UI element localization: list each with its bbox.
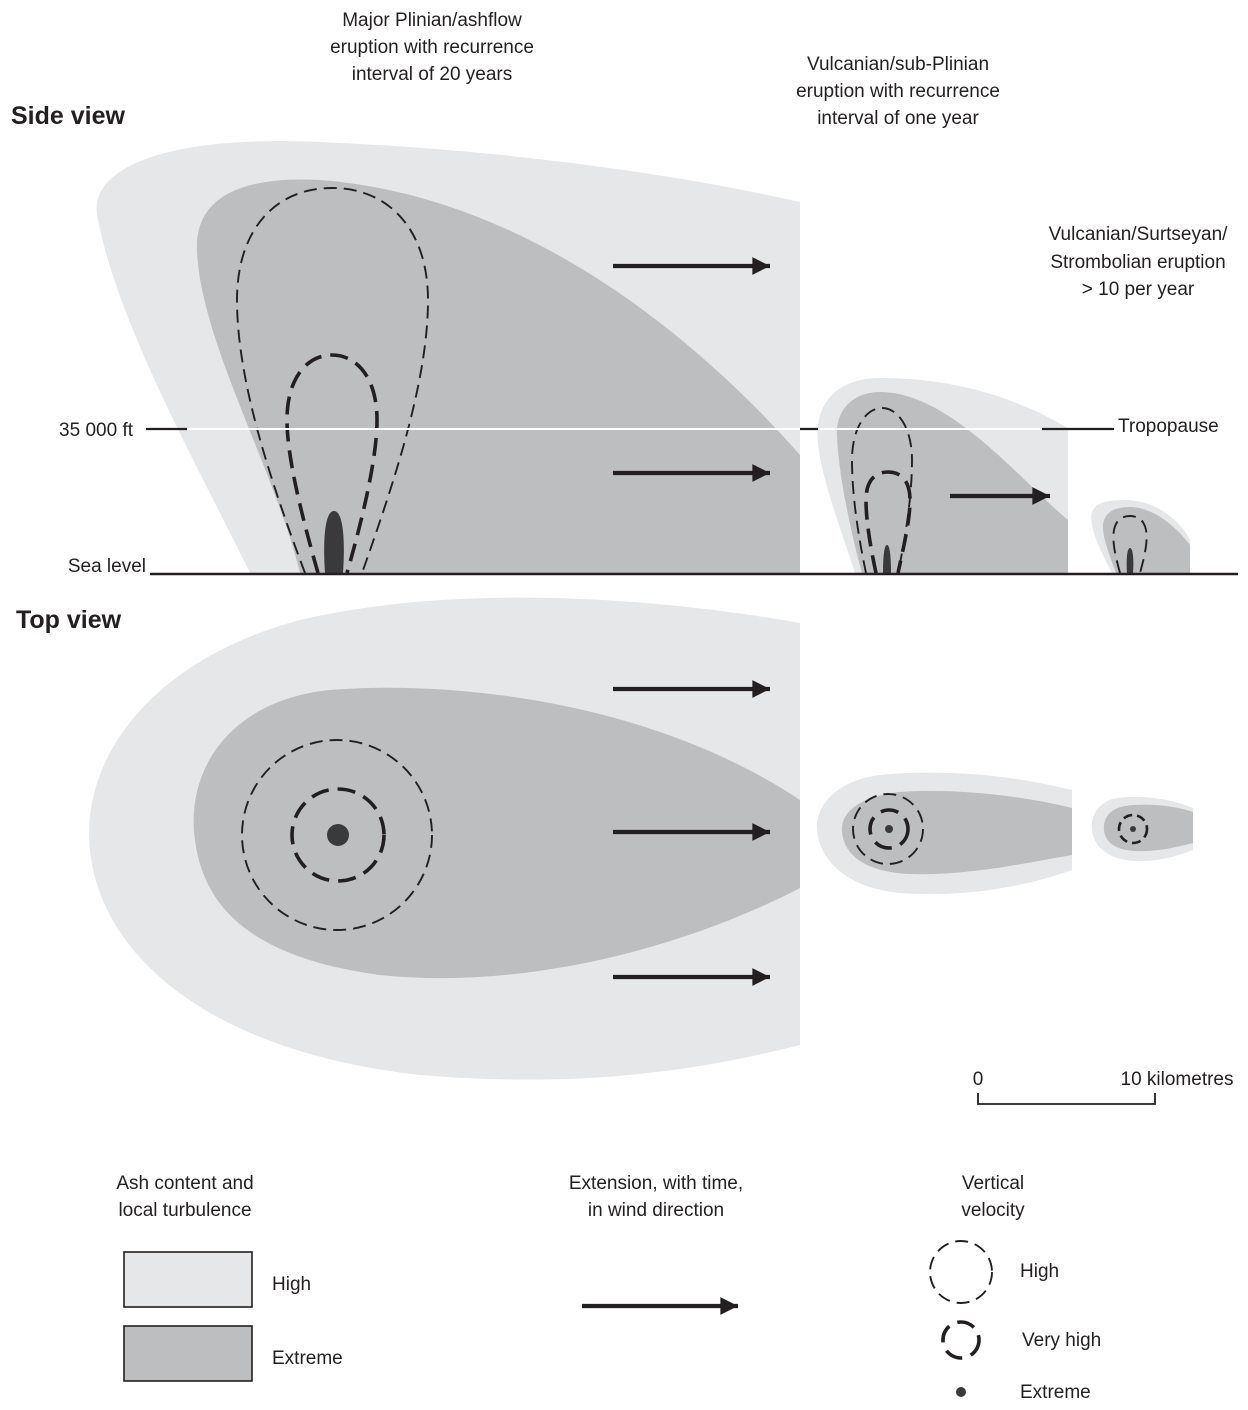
- side-view: 35 000 ft Tropopause Sea level: [59, 141, 1238, 577]
- eruption-title-strombolian-line1: Vulcanian/Surtseyan/: [1049, 224, 1229, 245]
- legend-ash-title-line1: Ash content and: [116, 1173, 253, 1194]
- legend-very-high-velocity-symbol: [943, 1322, 979, 1358]
- side-view-heading: Side view: [11, 102, 125, 130]
- scale-bar-start-label: 0: [973, 1069, 984, 1090]
- top-small-extreme-zone: [1104, 805, 1193, 851]
- legend-extreme-velocity-symbol: [956, 1387, 966, 1397]
- top-medium-extreme-velocity-core: [885, 825, 893, 833]
- legend-wind-title-line1: Extension, with time,: [569, 1173, 743, 1194]
- legend-ash-extreme-label: Extreme: [272, 1348, 343, 1369]
- eruption-title-major: Major Plinian/ashflow eruption with recu…: [330, 10, 534, 85]
- sea-level-label: Sea level: [68, 556, 146, 577]
- legend-extreme-swatch: [124, 1326, 252, 1381]
- small-plume-extreme-velocity-core: [1127, 548, 1134, 573]
- eruption-title-vulcanian-line3: interval of one year: [817, 108, 979, 129]
- eruption-title-major-line2: eruption with recurrence: [330, 37, 534, 58]
- legend-velocity-title-line1: Vertical: [962, 1173, 1024, 1194]
- eruption-title-strombolian-line2: Strombolian eruption: [1050, 252, 1225, 273]
- eruption-title-vulcanian-line2: eruption with recurrence: [796, 81, 1000, 102]
- legend-wind-title-line2: in wind direction: [588, 1200, 724, 1221]
- legend-high-swatch: [124, 1252, 252, 1307]
- eruption-title-vulcanian: Vulcanian/sub-Plinian eruption with recu…: [796, 54, 1000, 129]
- eruption-title-major-line3: interval of 20 years: [352, 64, 513, 85]
- scale-bar-line: [978, 1093, 1155, 1104]
- tropopause-label: Tropopause: [1118, 416, 1219, 437]
- eruption-title-strombolian: Vulcanian/Surtseyan/ Strombolian eruptio…: [1049, 224, 1229, 300]
- legend-ash: Ash content and local turbulence High Ex…: [116, 1173, 342, 1381]
- eruption-title-vulcanian-line1: Vulcanian/sub-Plinian: [807, 54, 989, 75]
- legend-velocity-high-label: High: [1020, 1261, 1059, 1282]
- legend-velocity-title-line2: velocity: [961, 1200, 1025, 1221]
- scale-bar: 0 10 kilometres: [973, 1069, 1234, 1104]
- altitude-35000ft-label: 35 000 ft: [59, 420, 134, 441]
- large-plume-extreme-velocity-core: [324, 511, 344, 573]
- eruption-title-major-line1: Major Plinian/ashflow: [342, 10, 522, 31]
- legend-wind: Extension, with time, in wind direction: [569, 1173, 743, 1306]
- legend-velocity-extreme-label: Extreme: [1020, 1382, 1091, 1403]
- legend-velocity-very-high-label: Very high: [1022, 1330, 1101, 1351]
- legend-high-velocity-symbol: [930, 1241, 992, 1303]
- legend-ash-title-line2: local turbulence: [118, 1200, 251, 1221]
- top-small-extreme-velocity-core: [1130, 826, 1136, 832]
- legend-velocity: Vertical velocity High Very high Extreme: [930, 1173, 1101, 1403]
- scale-bar-end-label: 10 kilometres: [1121, 1069, 1234, 1090]
- top-view: [89, 598, 1193, 1080]
- top-view-heading: Top view: [16, 606, 122, 634]
- legend-ash-high-label: High: [272, 1274, 311, 1295]
- eruption-title-strombolian-line3: > 10 per year: [1082, 279, 1195, 300]
- top-large-extreme-velocity-core: [327, 824, 349, 846]
